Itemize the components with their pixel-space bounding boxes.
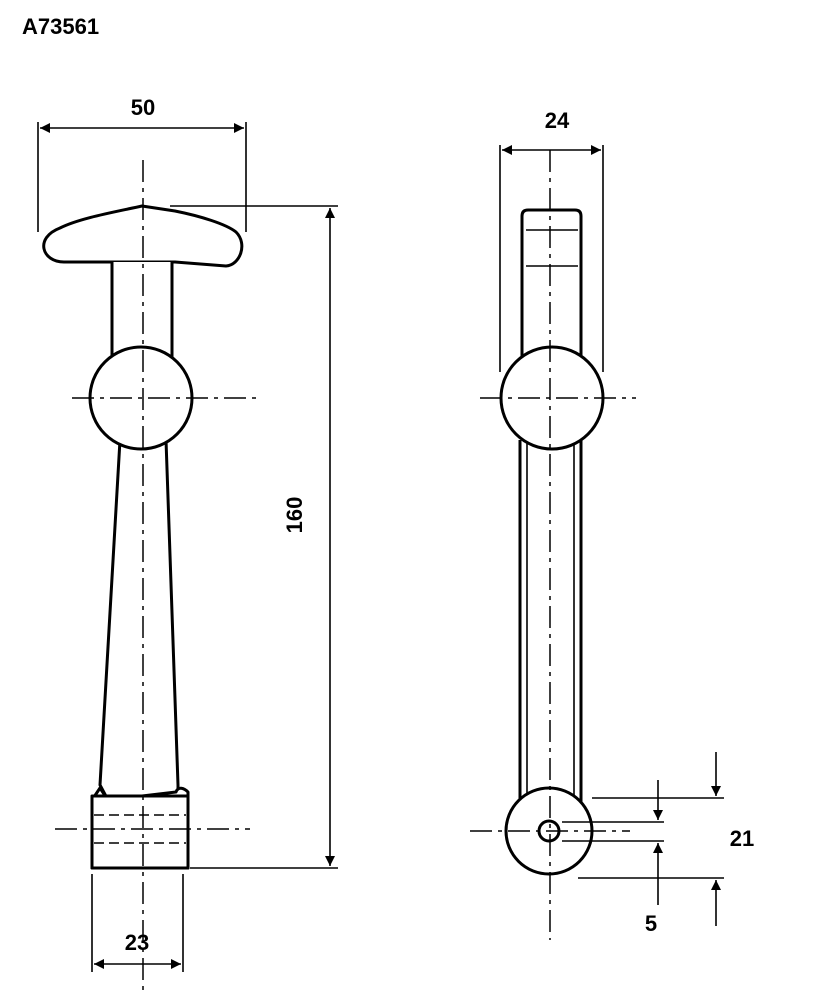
- dimension-head-width: 50: [37, 95, 247, 232]
- dimension-eye-size: 21: [578, 752, 754, 926]
- part-code: A73561: [22, 14, 100, 39]
- dimension-label: 23: [125, 930, 149, 955]
- dimension-total-length: 160: [170, 205, 338, 869]
- dimension-label: 24: [545, 108, 570, 133]
- dimension-label: 21: [730, 826, 754, 851]
- dimension-label: 50: [131, 95, 155, 120]
- dimension-side-width: 24: [499, 108, 604, 372]
- dimension-label: 160: [282, 497, 307, 534]
- side-view: [470, 150, 636, 940]
- base-block-outline: [90, 794, 190, 870]
- side-upper-bar: [520, 208, 583, 362]
- dimension-label: 5: [645, 911, 657, 936]
- handle-shaft: [98, 439, 180, 802]
- front-view: [42, 160, 262, 995]
- dimension-base-width: 23: [91, 874, 184, 972]
- dimension-hole-size: 5: [562, 780, 664, 936]
